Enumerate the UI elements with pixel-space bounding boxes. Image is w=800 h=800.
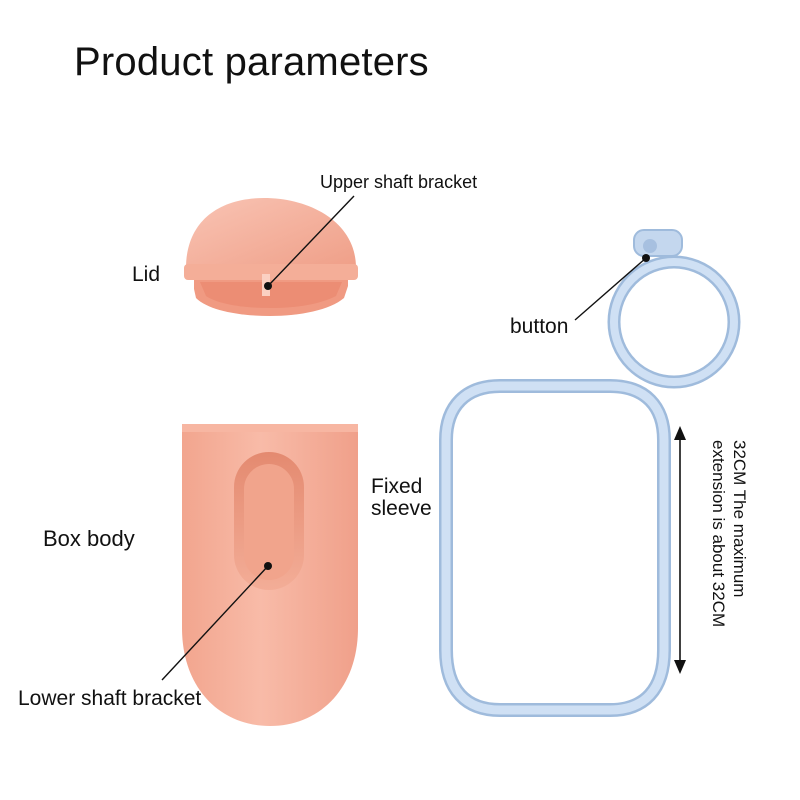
leader-dots <box>264 254 650 570</box>
extension-note-line2: extension is about 32CM <box>708 440 728 628</box>
button-leader-line <box>574 257 647 321</box>
fixed-sleeve-label: Fixed sleeve <box>371 475 432 521</box>
extension-note-line1: 32CM The maximum <box>730 440 749 598</box>
extension-note: 32CM The maximum extension is about 32CM <box>690 440 750 670</box>
lower-shaft-bracket-label: Lower shaft bracket <box>18 687 202 710</box>
button-label: button <box>510 315 569 338</box>
box-body-label: Box body <box>43 526 135 551</box>
box-body-part <box>182 424 358 726</box>
fixed-sleeve-label-line2: sleeve <box>371 497 432 521</box>
upper-shaft-dot <box>264 282 272 290</box>
fixed-sleeve-part <box>439 255 741 717</box>
lower-shaft-dot <box>264 562 272 570</box>
leader-lines <box>161 195 647 681</box>
lower-shaft-leader-line <box>161 565 269 681</box>
lid-part <box>184 198 358 316</box>
fixed-sleeve-label-line1: Fixed <box>371 475 423 498</box>
upper-shaft-leader-line <box>267 195 355 287</box>
extension-arrow <box>674 426 686 674</box>
button-dot <box>642 254 650 262</box>
lid-label: Lid <box>132 263 161 286</box>
button-part <box>633 229 683 257</box>
upper-shaft-bracket-label: Upper shaft bracket <box>320 172 478 192</box>
page-title: Product parameters <box>74 40 429 84</box>
